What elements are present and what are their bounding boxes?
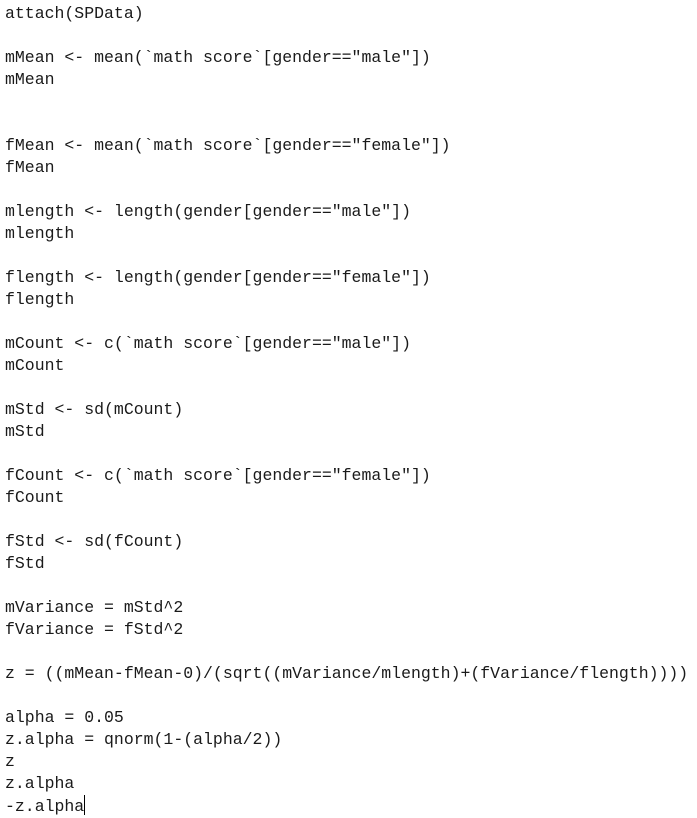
- code-line[interactable]: [5, 641, 697, 663]
- code-line[interactable]: z: [5, 752, 15, 771]
- code-line[interactable]: [5, 685, 697, 707]
- code-line[interactable]: attach(SPData): [5, 4, 144, 23]
- code-editor[interactable]: attach(SPData) mMean <- mean(`math score`…: [5, 3, 697, 817]
- code-line[interactable]: mStd <- sd(mCount): [5, 400, 184, 419]
- code-line[interactable]: [5, 179, 697, 201]
- code-line[interactable]: mMean <- mean(`math score`[gender=="male…: [5, 48, 431, 67]
- code-line[interactable]: fStd: [5, 554, 45, 573]
- code-line[interactable]: alpha = 0.05: [5, 708, 124, 727]
- code-line[interactable]: z.alpha: [5, 774, 75, 793]
- code-line[interactable]: [5, 443, 697, 465]
- code-line[interactable]: z = ((mMean-fMean-0)/(sqrt((mVariance/ml…: [5, 664, 689, 683]
- code-line[interactable]: [5, 245, 697, 267]
- code-line[interactable]: flength <- length(gender[gender=="female…: [5, 268, 431, 287]
- code-line[interactable]: flength: [5, 290, 75, 309]
- code-line[interactable]: mlength: [5, 224, 75, 243]
- code-line[interactable]: [5, 509, 697, 531]
- code-line[interactable]: fStd <- sd(fCount): [5, 532, 184, 551]
- code-line[interactable]: [5, 113, 697, 135]
- code-line[interactable]: fVariance = fStd^2: [5, 620, 184, 639]
- code-line[interactable]: fCount: [5, 488, 65, 507]
- code-line[interactable]: fMean: [5, 158, 55, 177]
- code-line[interactable]: z.alpha = qnorm(1-(alpha/2)): [5, 730, 283, 749]
- code-line[interactable]: mStd: [5, 422, 45, 441]
- code-line[interactable]: mCount <- c(`math score`[gender=="male"]…: [5, 334, 411, 353]
- code-line[interactable]: [5, 311, 697, 333]
- code-line[interactable]: mCount: [5, 356, 65, 375]
- code-line[interactable]: [5, 575, 697, 597]
- code-line[interactable]: -z.alpha: [5, 795, 86, 816]
- code-line[interactable]: mVariance = mStd^2: [5, 598, 184, 617]
- code-line[interactable]: [5, 25, 697, 47]
- code-line[interactable]: mMean: [5, 70, 55, 89]
- code-line[interactable]: mlength <- length(gender[gender=="male"]…: [5, 202, 411, 221]
- code-line[interactable]: fCount <- c(`math score`[gender=="female…: [5, 466, 431, 485]
- code-line[interactable]: [5, 91, 697, 113]
- text-cursor: [84, 795, 86, 815]
- code-line[interactable]: [5, 377, 697, 399]
- code-line[interactable]: fMean <- mean(`math score`[gender=="fema…: [5, 136, 451, 155]
